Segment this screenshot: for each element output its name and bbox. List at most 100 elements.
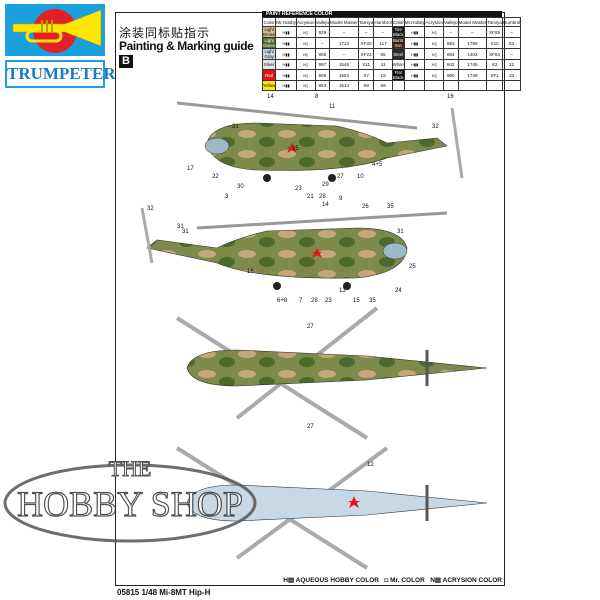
acrysion-code: N▯ — [295, 37, 316, 49]
tamiya-code: XF23 — [357, 48, 375, 60]
column-header: Model Master — [457, 17, 488, 27]
callout-number: 28 — [319, 194, 326, 200]
column-header: Vallejo — [314, 17, 331, 27]
mr-hobby-code: H▮▮ — [403, 59, 426, 70]
column-header: Model Master — [329, 17, 359, 27]
acrysion-code: N▯ — [295, 59, 316, 70]
column-header: Humbrol — [501, 17, 522, 27]
callout-number: 31 — [182, 229, 189, 235]
vallejo-code: 929 — [314, 26, 331, 38]
vallejo-code: 953 — [314, 80, 331, 91]
vallejo-code: – — [314, 37, 331, 49]
humbrol-code: 11 — [373, 59, 393, 70]
mr-hobby-code: H▮▮ — [275, 37, 297, 49]
model-master-code: 1514 — [329, 80, 359, 91]
tamiya-code: XF1 — [486, 69, 503, 81]
mr-hobby-code: H▮▮ — [403, 48, 426, 60]
tamiya-code: X2 — [486, 59, 503, 70]
column-header: Color — [261, 17, 277, 27]
model-master-code: 1745 — [457, 59, 488, 70]
acrysion-code: N▯ — [295, 48, 316, 60]
acrysion-code: N▯ — [424, 59, 445, 70]
mr-hobby-code: H▮▮ — [403, 26, 426, 38]
color-swatch: Steel — [391, 48, 405, 60]
legend-aqueous: AQUEOUS HOBBY COLOR — [295, 577, 379, 584]
column-header: Tamiya — [486, 17, 503, 27]
callout-number: 11 — [329, 104, 336, 110]
humbrol-code: 53 — [501, 37, 522, 49]
acrysion-code: N▯ — [295, 26, 316, 38]
callout-number: 14 — [267, 94, 274, 100]
vallejo-code: 842 — [443, 59, 459, 70]
svg-text:HOBBY SHOP: HOBBY SHOP — [17, 484, 243, 524]
column-header: Tamiya — [357, 17, 375, 27]
color-swatch: Flat Black — [391, 69, 405, 81]
vallejo-code: 997 — [314, 59, 331, 70]
empty-cell — [457, 80, 488, 91]
paint-legend: H▤ AQUEOUS HOBBY COLOR ◘ Mr. COLOR N▤ AC… — [283, 577, 502, 584]
side-view-right — [140, 207, 448, 290]
model-master-code: 1713 — [329, 37, 359, 49]
hobby-shop-watermark: THE HOBBY SHOP — [3, 456, 257, 543]
empty-cell — [501, 80, 522, 91]
n-marker: N — [430, 577, 435, 584]
humbrol-code: 117 — [373, 37, 393, 49]
color-swatch: Light Brown — [261, 26, 277, 38]
color-swatch: Light Green — [261, 37, 277, 49]
vallejo-code: 908 — [314, 69, 331, 81]
acrysion-code: N▯ — [295, 69, 316, 81]
callout-number: 27 — [307, 424, 314, 430]
callout-number: 12 — [367, 462, 374, 468]
callout-number: 14 — [322, 202, 329, 208]
callout-number: 22 — [212, 174, 219, 180]
color-swatch: Tire Black — [391, 26, 405, 38]
mr-hobby-code: H▮▮ — [403, 69, 426, 81]
callout-number: 35 — [387, 204, 394, 210]
brand-name: TRUMPETER — [5, 60, 116, 88]
trumpeter-logo — [5, 4, 105, 56]
callout-number: 4+5 — [372, 162, 383, 168]
tamiya-code: X7 — [357, 69, 375, 81]
callout-number: 30 — [237, 184, 244, 190]
callout-number: 32 — [147, 206, 154, 212]
bottom-view — [175, 446, 488, 570]
model-master-code: 1546 — [329, 59, 359, 70]
callout-number: 15 — [292, 146, 299, 152]
model-master-code: 1503 — [329, 69, 359, 81]
paint-table-title: PAINT REFERENCE COLOR — [262, 11, 502, 17]
acrysion-code: N▯ — [424, 69, 445, 81]
acrysion-code: N▯ — [424, 48, 445, 60]
humbrol-code: – — [501, 26, 522, 38]
callout-number: 16 — [447, 94, 454, 100]
callout-number: 31 — [232, 124, 239, 130]
tamiya-code: XF85 — [486, 26, 503, 38]
tamiya-code: X11 — [357, 59, 375, 70]
color-swatch: Yellow — [261, 80, 277, 91]
acrysion-code: N▯ — [424, 26, 445, 38]
color-swatch: Silver — [261, 59, 277, 70]
callout-number: 6+8 — [277, 298, 288, 304]
callout-number: 35 — [369, 298, 376, 304]
mr-hobby-code: H▮▮ — [403, 37, 426, 49]
humbrol-code: – — [501, 48, 522, 60]
sheet-badge: B — [119, 55, 133, 68]
callout-number: 26 — [362, 204, 369, 210]
legend-mr-color: Mr. COLOR — [390, 577, 425, 584]
mr-hobby-code: H▮▮ — [275, 26, 297, 38]
callout-number: 31 — [177, 224, 184, 230]
column-header: Acrysion — [424, 17, 445, 27]
svg-text:THE: THE — [109, 456, 152, 481]
mr-hobby-code: H▮▮ — [275, 48, 297, 60]
kit-title: 05815 1/48 Mi-8MT Hip-H — [117, 588, 211, 597]
humbrol-code: 65 — [373, 48, 393, 60]
acrysion-code: N▯ — [424, 37, 445, 49]
color-swatch: Light Gray — [261, 48, 277, 60]
callout-number: 21 — [307, 194, 314, 200]
title-chinese: 涂装同标贴指示 — [119, 26, 211, 40]
callout-number: 23 — [325, 298, 332, 304]
frame-bottom-line — [115, 585, 505, 586]
